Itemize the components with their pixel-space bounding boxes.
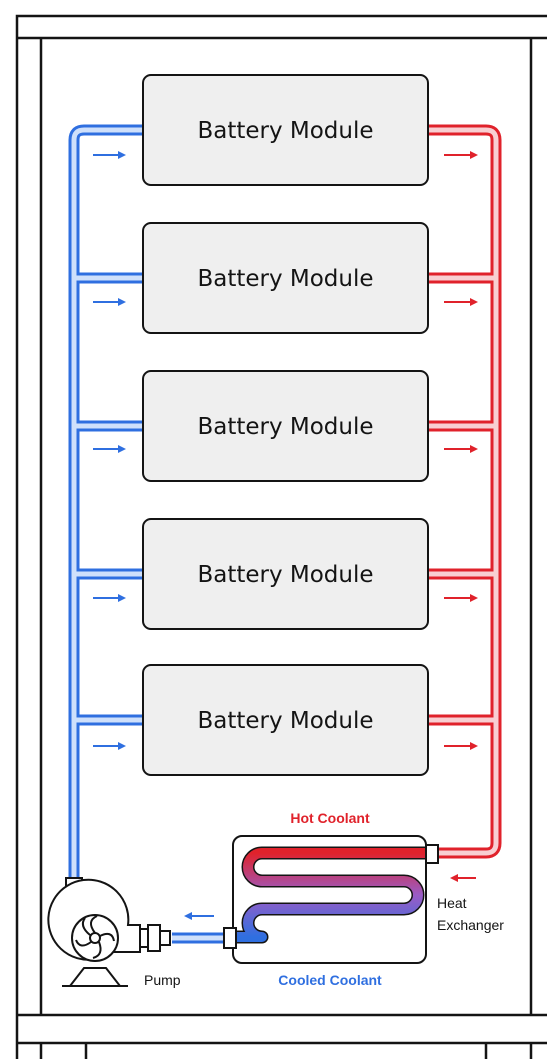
heat-exchanger-coil [236, 848, 430, 942]
battery-module-3: Battery Module [142, 370, 429, 482]
battery-module-4: Battery Module [142, 518, 429, 630]
battery-module-label: Battery Module [197, 414, 373, 440]
hot-flow-arrows [444, 151, 478, 882]
heat-exchanger-label-line2: Exchanger [437, 917, 504, 933]
heat-exchanger-label-line1: Heat [437, 895, 467, 911]
hot-pipe-outline [428, 124, 502, 859]
battery-module-5: Battery Module [142, 664, 429, 776]
pump-icon [47, 877, 171, 987]
hot-inlet-fitting [425, 844, 439, 864]
heat-exchanger [223, 835, 439, 964]
battery-module-1: Battery Module [142, 74, 429, 186]
battery-module-2: Battery Module [142, 222, 429, 334]
battery-module-label: Battery Module [197, 562, 373, 588]
enclosure-frame [15, 14, 547, 1059]
battery-module-label: Battery Module [197, 266, 373, 292]
cold-pipe-fill [71, 127, 230, 941]
hot-pipe-fill [428, 127, 499, 856]
battery-module-label: Battery Module [197, 708, 373, 734]
cooled-coolant-label: Cooled Coolant [278, 972, 382, 988]
hot-pipe-network [428, 124, 502, 859]
cold-outlet-fitting [223, 927, 237, 949]
battery-module-label: Battery Module [197, 118, 373, 144]
cold-flow-arrows [93, 151, 214, 920]
pump-label: Pump [144, 972, 181, 988]
cold-pipe-network [68, 124, 230, 944]
hot-coolant-label: Hot Coolant [290, 810, 370, 826]
